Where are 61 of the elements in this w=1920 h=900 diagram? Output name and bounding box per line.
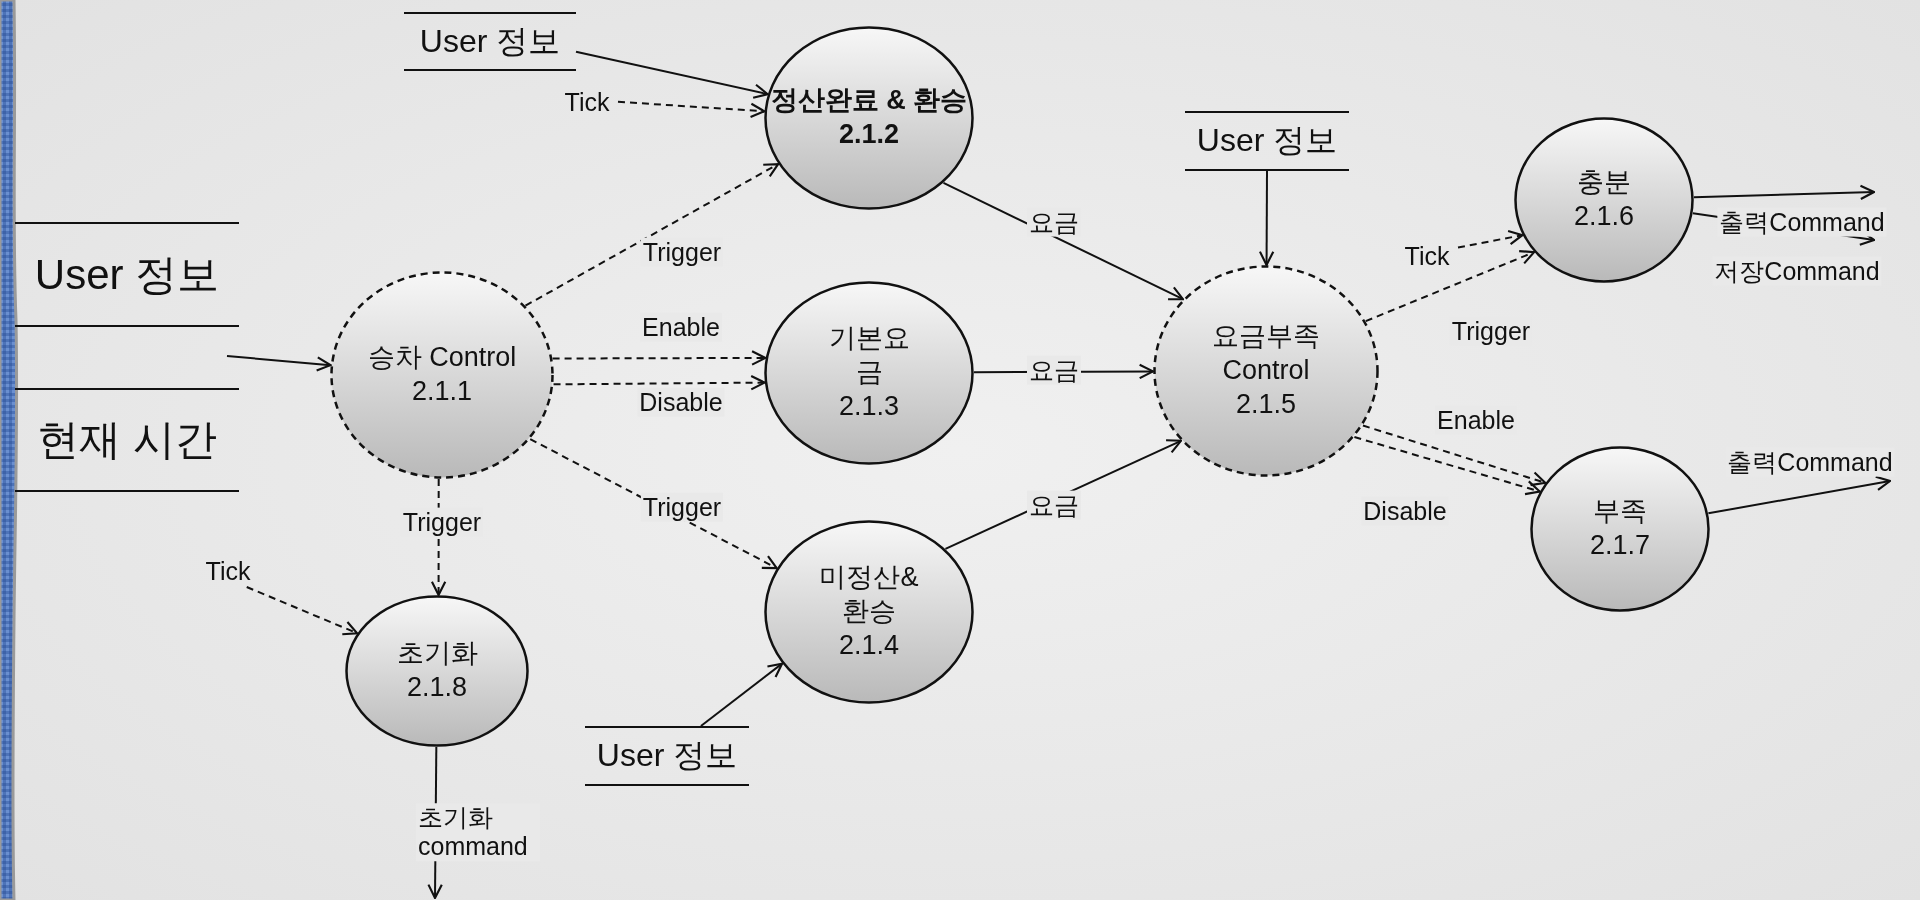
control-process-circle bbox=[330, 271, 554, 479]
store-label: User 정보 bbox=[596, 736, 738, 775]
store-label: User 정보 bbox=[419, 21, 561, 61]
dashed-arrow bbox=[617, 100, 766, 119]
dashed-arrow bbox=[1353, 436, 1541, 496]
arrow bbox=[699, 662, 784, 727]
arrow bbox=[1692, 184, 1876, 201]
process-circle bbox=[764, 281, 974, 465]
data-store bbox=[1185, 111, 1349, 171]
process-number: 2.1.5 bbox=[1235, 387, 1297, 421]
process-number: 2.1.2 bbox=[838, 118, 900, 151]
dashed-arrow bbox=[1457, 230, 1524, 249]
edge-label: 요금 bbox=[1027, 355, 1081, 385]
process-label: 부족 bbox=[1593, 495, 1647, 529]
process-label: 충분 bbox=[1577, 166, 1631, 200]
process-label: 초기화 bbox=[396, 637, 478, 671]
process-number: 2.1.4 bbox=[838, 628, 900, 662]
edge-label: Trigger bbox=[640, 492, 724, 522]
store-label: User 정보 bbox=[1196, 121, 1338, 160]
process-number: 2.1.1 bbox=[411, 375, 473, 408]
edge-label: Trigger bbox=[400, 507, 484, 537]
process-number: 2.1.3 bbox=[838, 389, 900, 423]
data-store bbox=[15, 388, 239, 492]
process-label: 기본요금 bbox=[827, 322, 911, 390]
store-label: User 정보 bbox=[34, 249, 220, 300]
dashed-arrow bbox=[524, 163, 780, 307]
arrow bbox=[942, 181, 1184, 301]
process-circle bbox=[345, 595, 529, 747]
dashed-arrow bbox=[245, 586, 359, 636]
signal-label: Tick bbox=[1396, 240, 1458, 272]
control-process-circle bbox=[1153, 265, 1379, 477]
process-number: 2.1.8 bbox=[406, 671, 468, 704]
store-label: 현재 시간 bbox=[37, 415, 217, 465]
edge-label: Trigger bbox=[640, 237, 724, 267]
process-circle bbox=[764, 520, 974, 704]
dashed-arrow bbox=[1364, 250, 1536, 323]
arrow bbox=[575, 50, 769, 99]
process-label: 정산완료 & 환승 bbox=[770, 84, 968, 118]
edge-label: 출력Command bbox=[1717, 207, 1887, 237]
process-circle bbox=[764, 26, 974, 210]
process-number: 2.1.7 bbox=[1589, 529, 1651, 562]
data-store bbox=[585, 726, 749, 786]
process-circle bbox=[1514, 117, 1694, 283]
data-store bbox=[15, 222, 239, 327]
process-circle bbox=[1530, 446, 1710, 612]
edge-label: Disable bbox=[637, 387, 725, 417]
process-label: 승차 Control bbox=[367, 341, 517, 375]
edge-label: 저장Command bbox=[1712, 256, 1882, 286]
signal-label: Tick bbox=[556, 86, 618, 118]
edge-label: 요금 bbox=[1027, 490, 1081, 520]
arrow bbox=[226, 355, 332, 372]
process-label: 미정산& 환승 bbox=[818, 561, 920, 629]
process-label: 요금부족 Control bbox=[1211, 320, 1321, 388]
dashed-arrow bbox=[1361, 424, 1547, 487]
data-store bbox=[404, 12, 576, 71]
dashed-arrow bbox=[551, 350, 767, 366]
process-number: 2.1.6 bbox=[1573, 200, 1635, 233]
signal-label: Tick bbox=[197, 555, 259, 587]
arrow bbox=[1707, 475, 1892, 515]
dashed-arrow bbox=[552, 374, 766, 391]
arrow bbox=[1258, 170, 1275, 267]
